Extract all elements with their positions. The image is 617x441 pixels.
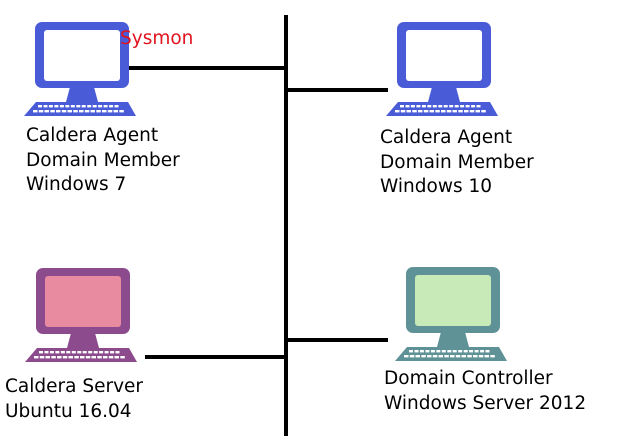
keyboard xyxy=(395,347,507,361)
monitor-stand xyxy=(67,333,99,348)
node-label-line: Caldera Server xyxy=(5,376,144,397)
monitor-screen xyxy=(415,275,491,326)
keyboard-keys xyxy=(33,105,124,113)
node-label-line: Windows 7 xyxy=(26,174,127,195)
sysmon-annotation: Sysmon xyxy=(120,28,194,49)
monitor-screen xyxy=(44,30,120,81)
keyboard xyxy=(24,102,136,116)
node-label-dc: Domain Controller Windows Server 2012 xyxy=(384,367,586,416)
node-label-line: Ubuntu 16.04 xyxy=(5,400,132,422)
monitor-stand xyxy=(437,332,469,347)
network-backbone xyxy=(126,15,388,436)
node-label-win7: Caldera Agent Domain Member Windows 7 xyxy=(26,124,180,198)
keyboard-keys xyxy=(34,351,125,359)
node-label-server: Caldera Server Ubuntu 16.04 xyxy=(5,375,143,424)
node-label-line: Domain Controller xyxy=(384,368,553,389)
keyboard xyxy=(25,348,137,362)
node-label-line: Domain Member xyxy=(380,151,534,173)
node-label-line: Caldera Agent xyxy=(380,127,513,148)
node-label-line: Caldera Agent xyxy=(26,125,159,146)
monitor-screen xyxy=(45,276,121,327)
computer-icon xyxy=(25,268,137,362)
node-label-win10: Caldera Agent Domain Member Windows 10 xyxy=(380,126,534,200)
node-label-line: Domain Member xyxy=(26,149,180,171)
keyboard-keys xyxy=(404,350,495,358)
keyboard-keys xyxy=(395,105,486,113)
monitor-stand xyxy=(66,87,98,102)
monitor-stand xyxy=(428,87,460,102)
keyboard xyxy=(386,102,498,116)
computer-icon xyxy=(386,22,498,116)
computer-icon xyxy=(395,267,507,361)
computer-icon xyxy=(24,22,136,116)
node-label-line: Windows 10 xyxy=(380,176,493,197)
monitor-screen xyxy=(406,30,482,81)
node-label-line: Windows Server 2012 xyxy=(384,392,587,414)
